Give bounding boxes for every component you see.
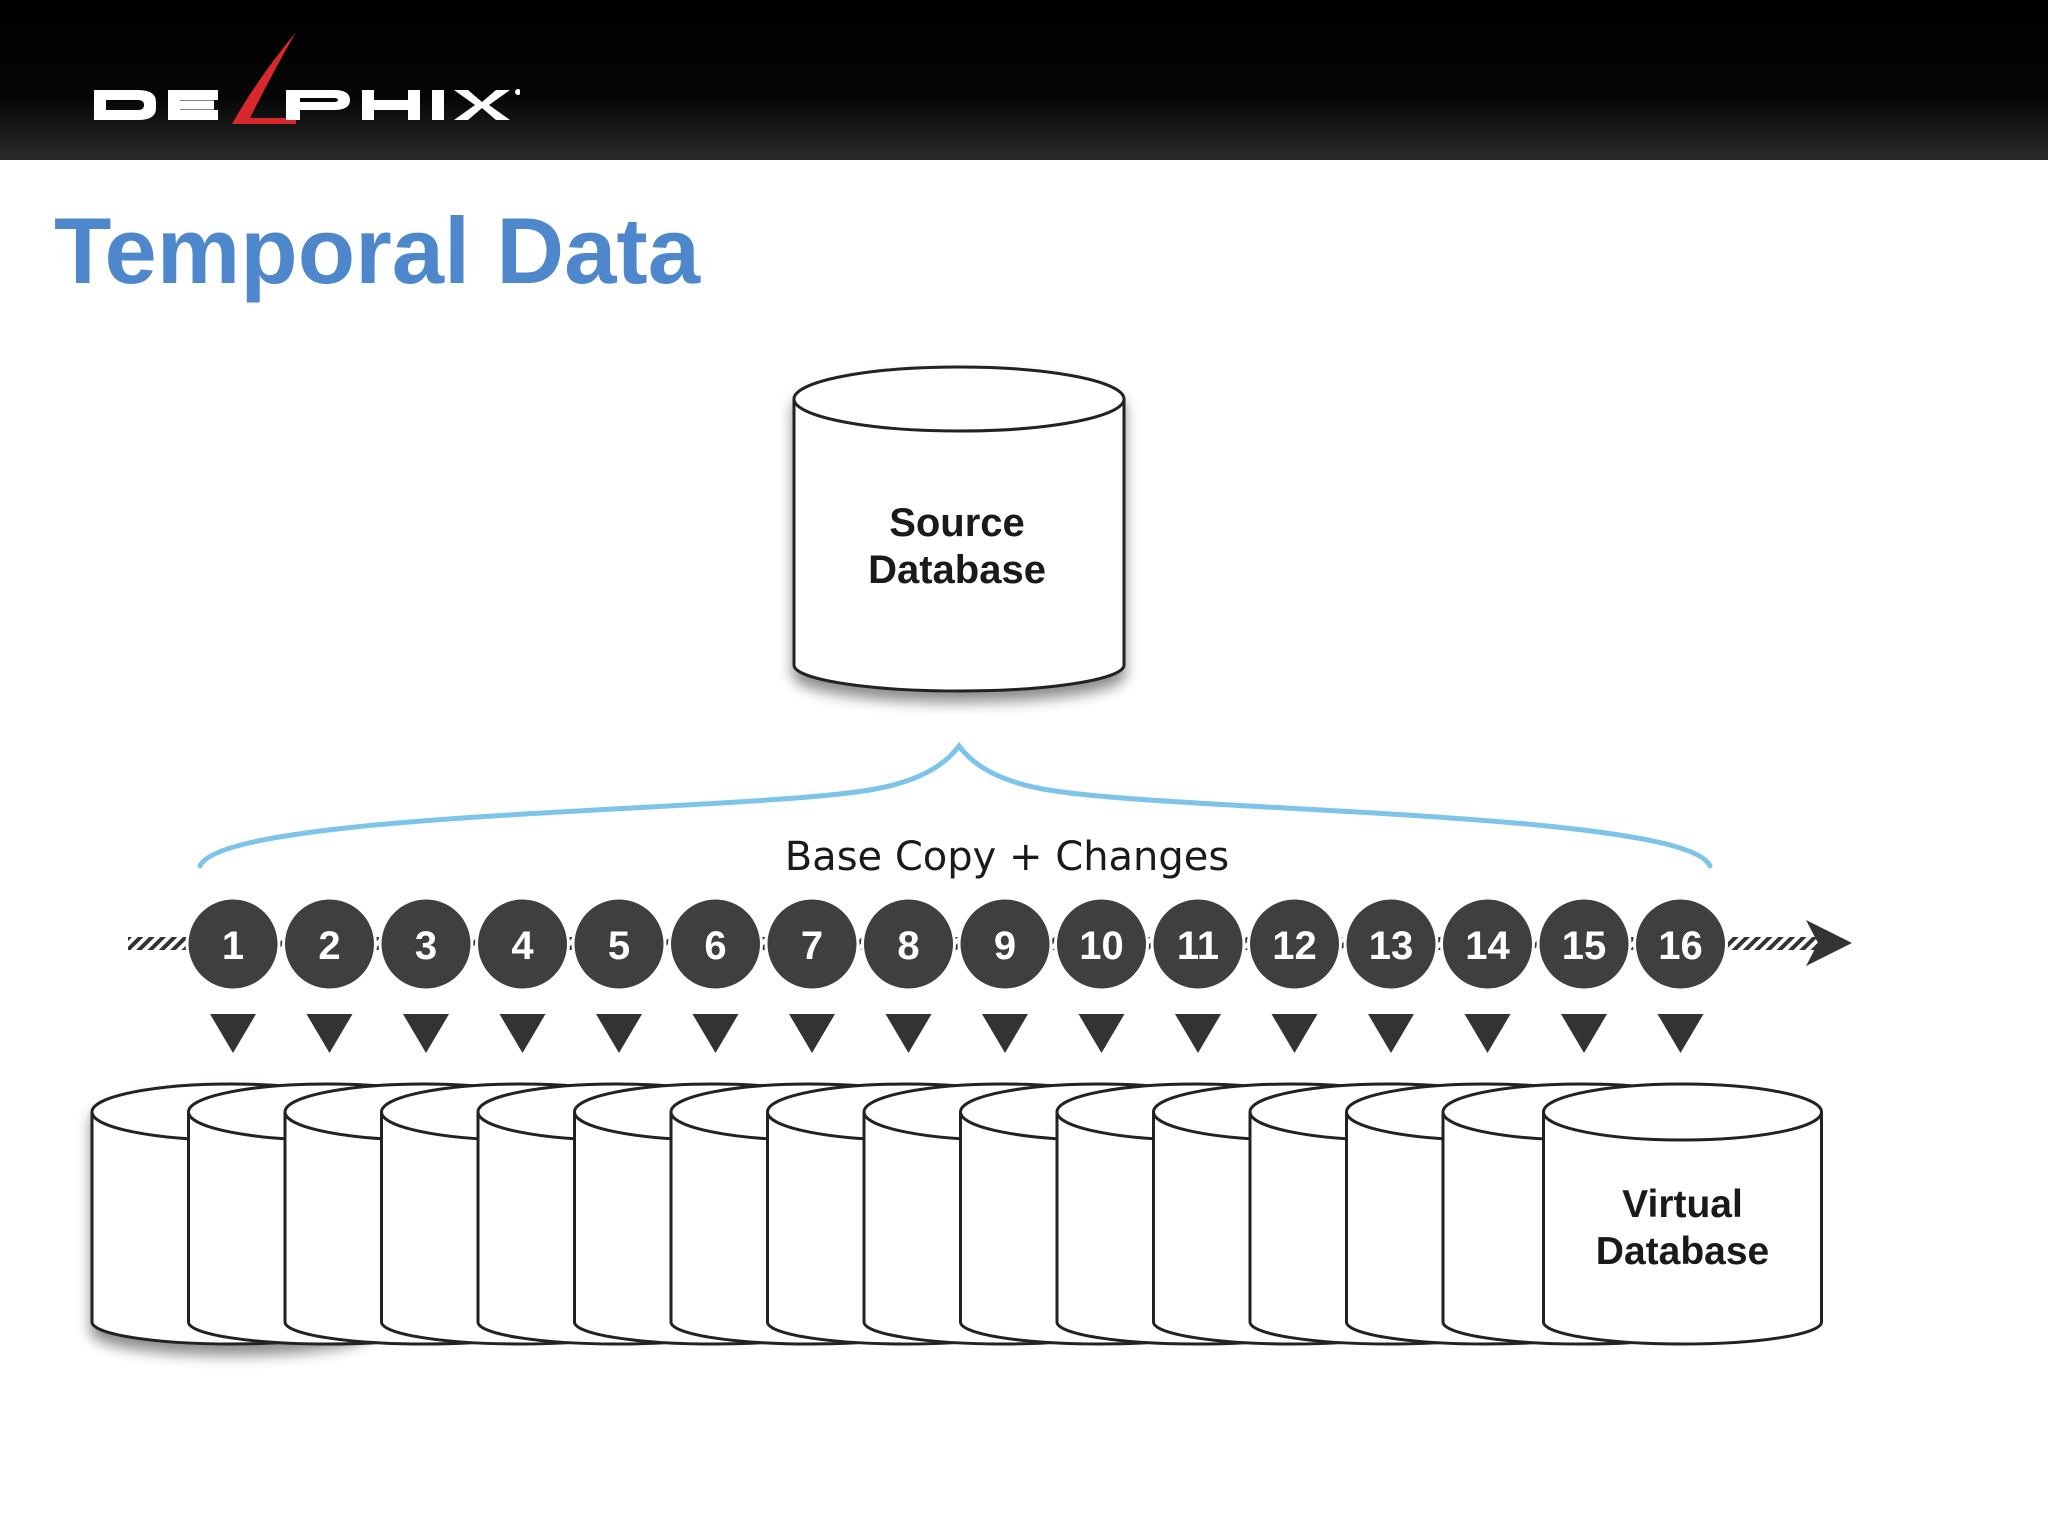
down-arrow-icon: [1078, 1014, 1125, 1053]
snapshot-6: 6: [668, 896, 763, 992]
snapshot-16: 16: [1633, 896, 1728, 992]
snapshot-14: 14: [1440, 896, 1535, 992]
source-database-label-line2: Database: [868, 548, 1046, 592]
down-arrow-icon: [1464, 1014, 1511, 1053]
virtual-databases: VDaVDaVDaVDaVDaVDaVDaVDaVDaVDaVDaVDaVDaV…: [90, 1082, 1823, 1346]
down-arrow-icon: [596, 1014, 642, 1053]
down-arrow-icon: [1368, 1014, 1414, 1053]
snapshot-label: 12: [1272, 924, 1317, 968]
snapshot-label: 13: [1369, 924, 1414, 968]
slide-title: Temporal Data: [54, 198, 700, 303]
snapshot-1: 1: [185, 896, 281, 992]
snapshot-label: 11: [1177, 924, 1219, 968]
snapshot-label: 9: [994, 924, 1016, 968]
snapshot-label: 10: [1079, 924, 1124, 968]
down-arrow-icon: [1271, 1014, 1318, 1053]
snapshot-label: 6: [704, 924, 726, 968]
down-arrow-icon: [306, 1014, 353, 1053]
source-database: [792, 365, 1126, 693]
snapshot-label: 2: [318, 924, 340, 968]
snapshot-9: 9: [957, 896, 1053, 992]
snapshot-7: 7: [764, 896, 860, 992]
delphix-logo: [94, 32, 520, 124]
down-arrow-icon: [210, 1014, 256, 1053]
down-arrow-icon: [403, 1014, 449, 1053]
down-arrow-icon: [789, 1014, 835, 1053]
snapshot-label: 16: [1658, 924, 1703, 968]
down-arrow-icon: [692, 1014, 739, 1053]
snapshot-4: 4: [475, 896, 570, 992]
down-arrow-icon: [1561, 1014, 1607, 1053]
down-arrow-icon: [982, 1014, 1028, 1053]
virtual-database-label-line2: Database: [1596, 1230, 1769, 1273]
snapshot-label: 5: [608, 924, 630, 968]
down-arrow-icon: [1175, 1014, 1221, 1053]
snapshot-10: 10: [1054, 896, 1149, 992]
snapshot-label: 8: [897, 924, 919, 968]
snapshot-11: 11: [1150, 896, 1246, 992]
snapshot-label: 14: [1465, 924, 1510, 968]
brace-label: Base Copy + Changes: [785, 834, 1230, 880]
snapshot-13: 13: [1343, 896, 1439, 992]
brace: [197, 741, 1713, 869]
snapshot-12: 12: [1247, 896, 1342, 992]
snapshot-3: 3: [378, 896, 474, 992]
snapshot-8: 8: [861, 896, 956, 992]
source-database-label-line1: Source: [889, 501, 1025, 545]
snapshot-arrows: [210, 1014, 1704, 1053]
down-arrow-icon: [1657, 1014, 1704, 1053]
down-arrow-icon: [499, 1014, 546, 1053]
snapshot-label: 4: [511, 924, 534, 968]
snapshot-15: 15: [1536, 896, 1632, 992]
virtual-database-label-line1: Virtual: [1622, 1183, 1743, 1226]
snapshot-label: 1: [222, 924, 244, 968]
snapshot-label: 7: [801, 924, 823, 968]
header-bar: [0, 0, 2048, 160]
snapshot-2: 2: [282, 896, 377, 992]
snapshot-label: 3: [415, 924, 437, 968]
snapshot-5: 5: [571, 896, 667, 992]
snapshot-label: 15: [1562, 924, 1607, 968]
down-arrow-icon: [885, 1014, 932, 1053]
